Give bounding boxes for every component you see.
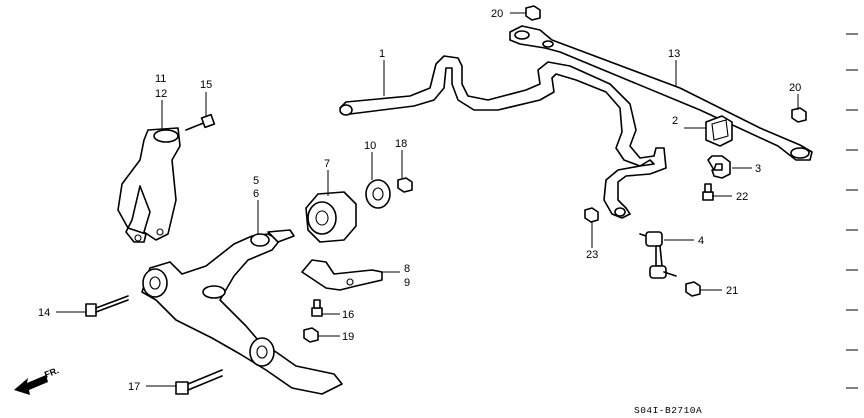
- callout-20a: 20: [491, 8, 503, 20]
- callout-5: 5: [253, 175, 259, 187]
- nut-23-illustration: [584, 207, 599, 223]
- callout-7: 7: [324, 158, 330, 170]
- callout-14: 14: [38, 307, 50, 319]
- callout-2: 2: [672, 115, 678, 127]
- callout-15: 15: [200, 79, 212, 91]
- bushing-7-illustration: [305, 191, 357, 243]
- callout-21: 21: [726, 285, 738, 297]
- nut-21-illustration: [685, 281, 701, 297]
- callout-11: 11: [155, 73, 166, 85]
- callout-4: 4: [698, 235, 704, 247]
- bolt-14-illustration: [85, 295, 129, 317]
- bolt-16-illustration: [311, 299, 323, 317]
- bushing-10-illustration: [365, 179, 391, 209]
- bushing-2-illustration: [705, 115, 733, 147]
- callout-23: 23: [586, 249, 598, 261]
- callout-20b: 20: [789, 82, 801, 94]
- callout-22: 22: [736, 191, 748, 203]
- callout-13: 13: [668, 48, 680, 60]
- callout-16: 16: [342, 309, 354, 321]
- callout-9: 9: [404, 277, 410, 289]
- edge-marks: [846, 33, 858, 389]
- callout-1: 1: [379, 48, 385, 60]
- lower-arm-5-illustration: [141, 229, 343, 395]
- callout-12: 12: [155, 88, 167, 100]
- knuckle-11-illustration: [117, 127, 181, 243]
- callout-17: 17: [128, 381, 140, 393]
- end-link-4-illustration: [639, 231, 677, 279]
- stabilizer-bar-illustration: [509, 25, 813, 161]
- bolt-17-illustration: [175, 369, 223, 395]
- holder-3-illustration: [707, 155, 731, 179]
- leader-lines: [56, 12, 799, 387]
- nut-19-illustration: [303, 327, 319, 343]
- callout-19: 19: [342, 331, 354, 343]
- callout-8: 8: [404, 263, 410, 275]
- nut-20a-illustration: [525, 5, 541, 21]
- stabilizer-rod-illustration: [339, 55, 667, 219]
- bolt-22-illustration: [702, 183, 714, 201]
- callouts: 1 2 3 4 5 6 7 8 9 10 11 12 13 14 15 16 1…: [38, 8, 801, 393]
- callout-10: 10: [364, 140, 376, 152]
- bolt-15-illustration: [185, 113, 216, 131]
- drawing-code: S04I-B2710A: [634, 405, 702, 416]
- bracket-8-illustration: [301, 259, 383, 291]
- callout-18: 18: [395, 138, 407, 150]
- front-arrow-icon: FR.: [14, 365, 60, 395]
- front-label: FR.: [43, 365, 60, 380]
- callout-3: 3: [755, 163, 761, 175]
- nut-18-illustration: [397, 177, 413, 193]
- callout-6: 6: [253, 188, 259, 200]
- nut-20b-illustration: [791, 107, 807, 123]
